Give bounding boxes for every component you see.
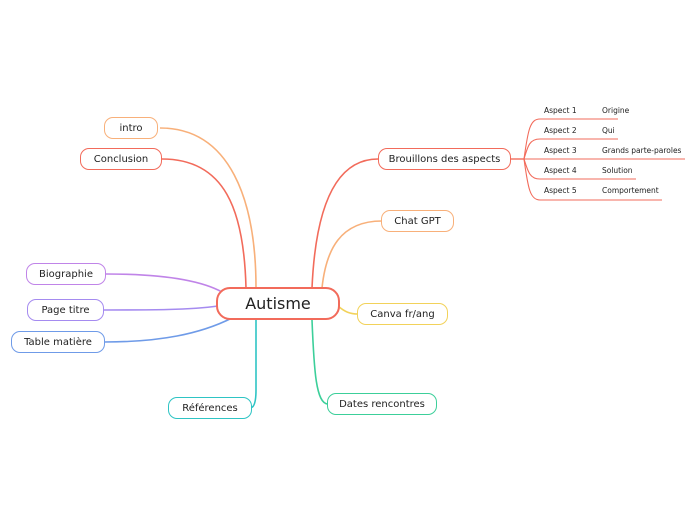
aspect-5-value[interactable]: Comportement bbox=[602, 186, 659, 195]
topic-canva[interactable]: Canva fr/ang bbox=[357, 303, 448, 325]
link-biographie bbox=[105, 273, 223, 293]
aspect-1-label[interactable]: Aspect 1 bbox=[544, 106, 577, 115]
aspect-5-label[interactable]: Aspect 5 bbox=[544, 186, 577, 195]
link-aspect-5 bbox=[523, 158, 662, 201]
aspect-4-label[interactable]: Aspect 4 bbox=[544, 166, 577, 175]
aspect-4-value[interactable]: Solution bbox=[602, 166, 633, 175]
link-table-matiere bbox=[103, 317, 233, 343]
link-page-titre bbox=[103, 305, 219, 311]
topic-table-matiere[interactable]: Table matière bbox=[11, 331, 105, 353]
aspect-2-label[interactable]: Aspect 2 bbox=[544, 126, 577, 135]
link-brouillons bbox=[311, 158, 379, 289]
link-intro bbox=[159, 127, 257, 289]
topic-dates[interactable]: Dates rencontres bbox=[327, 393, 437, 415]
topic-chat-gpt[interactable]: Chat GPT bbox=[381, 210, 454, 232]
central-topic[interactable]: Autisme bbox=[216, 287, 340, 320]
link-dates bbox=[311, 319, 329, 405]
aspect-3-label[interactable]: Aspect 3 bbox=[544, 146, 577, 155]
link-aspect-4 bbox=[523, 158, 636, 180]
topic-brouillons[interactable]: Brouillons des aspects bbox=[378, 148, 511, 170]
link-aspect-1 bbox=[523, 118, 618, 160]
topic-page-titre[interactable]: Page titre bbox=[27, 299, 104, 321]
link-references bbox=[249, 320, 257, 409]
aspect-1-value[interactable]: Origine bbox=[602, 106, 630, 115]
topic-references[interactable]: Références bbox=[168, 397, 252, 419]
aspect-2-value[interactable]: Qui bbox=[602, 126, 615, 135]
link-conclusion bbox=[161, 158, 247, 289]
link-chat-gpt bbox=[321, 220, 383, 289]
link-canva bbox=[337, 305, 359, 315]
topic-biographie[interactable]: Biographie bbox=[26, 263, 106, 285]
aspect-3-value[interactable]: Grands parte-paroles bbox=[602, 146, 682, 155]
topic-intro[interactable]: intro bbox=[104, 117, 158, 139]
topic-conclusion[interactable]: Conclusion bbox=[80, 148, 162, 170]
link-aspect-2 bbox=[523, 138, 618, 160]
